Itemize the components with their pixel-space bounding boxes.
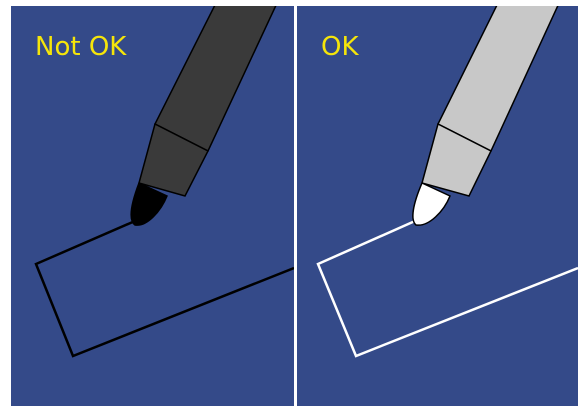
drawn-rectangle — [34, 219, 294, 358]
ok-illustration — [316, 6, 578, 358]
not-ok-label: Not OK — [35, 32, 127, 62]
pen-nib — [412, 181, 451, 226]
pen-body — [436, 6, 559, 153]
pen-grip — [421, 122, 492, 197]
ok-label: OK — [321, 32, 359, 62]
ok-panel: OK — [297, 6, 578, 406]
pen-nib — [130, 181, 168, 226]
drawn-rectangle — [316, 219, 578, 358]
not-ok-illustration — [34, 6, 294, 358]
not-ok-panel: Not OK — [11, 6, 294, 406]
pen-grip — [138, 122, 210, 197]
pen-body — [153, 6, 277, 153]
